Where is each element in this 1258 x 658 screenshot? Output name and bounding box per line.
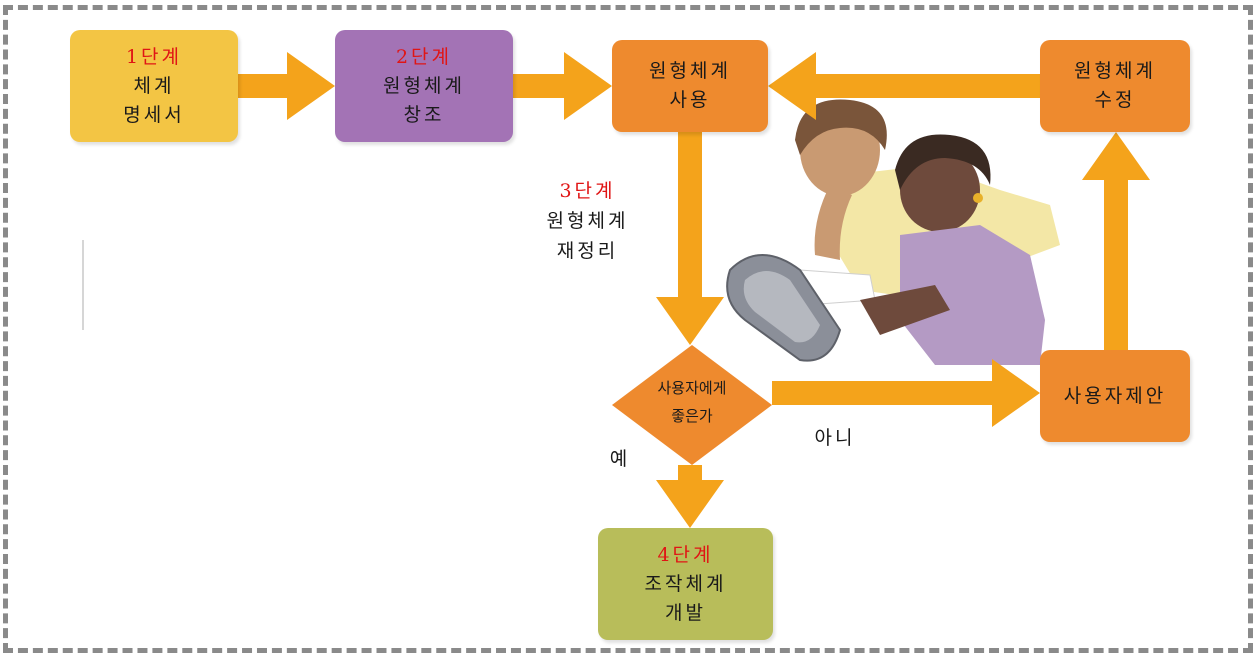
step1-stage: 1단계: [125, 45, 183, 68]
decision-line1: 사용자에게: [657, 379, 727, 397]
no-label: 아니: [814, 427, 856, 449]
step2-line2: 창조: [403, 103, 445, 126]
step3-line1: 원형체계: [546, 210, 629, 232]
modify-line1: 원형체계: [1074, 60, 1156, 82]
step1-line2: 명세서: [123, 103, 185, 126]
arrow-proposal-to-modify: [1082, 132, 1150, 350]
step3-label: 3단계 원형체계 재정리: [525, 176, 650, 266]
arrow-modify-to-use: [768, 52, 1040, 120]
prototype-use-box: 원형체계 사용: [612, 40, 768, 132]
step4-line1: 조작체계: [644, 572, 727, 595]
step3-line2: 재정리: [556, 240, 619, 262]
prototype-modify-box: 원형체계 수정: [1040, 40, 1190, 132]
step2-box: 2단계 원형체계 창조: [335, 30, 513, 142]
step4-stage: 4단계: [657, 543, 714, 566]
arrow-step1-to-step2: [238, 52, 335, 120]
modify-line2: 수정: [1094, 89, 1136, 111]
use-line2: 사용: [669, 89, 711, 111]
step1-box: 1단계 체계 명세서: [70, 30, 238, 142]
yes-label: 예: [609, 448, 631, 470]
user-proposal-box: 사용자제안: [1040, 350, 1190, 442]
arrow-decision-to-step4: [656, 465, 724, 528]
step2-line1: 원형체계: [383, 74, 465, 97]
decision-text: 사용자에게 좋은가: [617, 374, 767, 430]
arrow-decision-to-proposal: [772, 359, 1040, 427]
arrow-step2-to-use: [513, 52, 612, 120]
step4-line2: 개발: [665, 601, 706, 624]
proposal-label: 사용자제안: [1063, 384, 1167, 407]
step4-box: 4단계 조작체계 개발: [598, 528, 773, 640]
divider-line: [82, 240, 84, 330]
arrow-use-to-decision: [656, 132, 724, 345]
use-line1: 원형체계: [649, 60, 731, 82]
step1-line1: 체계: [133, 74, 175, 97]
dashed-frame: [3, 5, 1253, 653]
decision-line2: 좋은가: [671, 407, 713, 425]
step2-stage: 2단계: [395, 45, 453, 68]
step3-stage: 3단계: [559, 180, 616, 202]
